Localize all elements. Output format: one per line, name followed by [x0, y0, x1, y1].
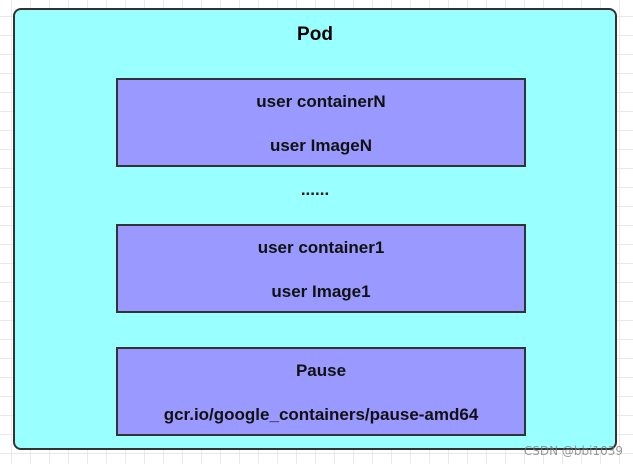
pod-box: Pod user containerN user ImageN ...... u… — [13, 8, 617, 450]
container-image: user Image1 — [271, 282, 371, 301]
ellipsis: ...... — [300, 180, 330, 199]
container-name: user container1 — [257, 238, 385, 257]
container-box-user-1: user container1 user Image1 — [116, 224, 526, 313]
container-box-pause: Pause gcr.io/google_containers/pause-amd… — [116, 347, 526, 436]
container-image: user ImageN — [269, 136, 373, 155]
container-box-user-n: user containerN user ImageN — [116, 78, 526, 167]
container-name: user containerN — [256, 92, 386, 111]
container-name: Pause — [295, 361, 347, 380]
container-image: gcr.io/google_containers/pause-amd64 — [163, 405, 479, 424]
pod-title: Pod — [297, 24, 333, 45]
watermark: CSDN @bbi1039 — [523, 444, 623, 458]
